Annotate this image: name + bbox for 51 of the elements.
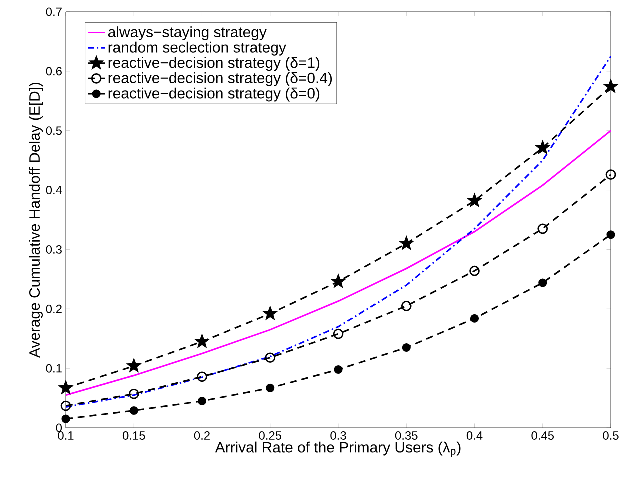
point [334, 365, 343, 374]
point [128, 388, 140, 400]
point [332, 275, 345, 288]
point [196, 335, 209, 348]
point [400, 236, 414, 250]
point [60, 381, 72, 394]
y-tick-label: 0.3 [46, 245, 62, 254]
point [130, 406, 138, 416]
x-tick-label: 0.1 [58, 432, 74, 440]
point [470, 314, 480, 323]
point [60, 400, 72, 412]
x-tick-label: 0.45 [532, 432, 554, 440]
y-tick-label: 0.4 [46, 186, 62, 195]
point [538, 224, 548, 234]
x-tick-label: 0.3 [330, 432, 346, 440]
point [468, 194, 482, 207]
point [333, 328, 344, 340]
point [401, 300, 412, 312]
legend-label: random seclection strategy [108, 42, 286, 56]
legend-label: reactive−decision strategy (δ=1) [108, 57, 320, 72]
x-tick-label: 0.35 [395, 432, 418, 440]
y-tick-label: 0.6 [46, 67, 62, 76]
legend-label: always−staying strategy [108, 26, 267, 40]
y-axis-title: Average Cumulative Handoff Delay (E[D]) [29, 82, 44, 358]
x-tick-label: 0.4 [466, 432, 483, 440]
x-tick-label: 0.25 [259, 432, 282, 440]
point [198, 396, 207, 406]
point [606, 230, 616, 240]
y-tick-label: 0.1 [46, 364, 62, 373]
point [402, 343, 411, 352]
x-axis-title: Arrival Rate of the Primary Users (λ$_{p}$) [215, 442, 461, 457]
y-tick-label: 0 [56, 424, 62, 432]
point [604, 80, 618, 93]
point [265, 352, 276, 364]
point [266, 384, 275, 392]
y-tick-label: 0.5 [46, 126, 62, 136]
point [264, 307, 277, 320]
point [606, 170, 616, 180]
point [470, 266, 480, 276]
y-tick-label: 0.2 [46, 304, 62, 314]
point [128, 359, 141, 372]
point [62, 414, 70, 424]
x-tick-label: 0.2 [194, 432, 210, 440]
point [538, 278, 548, 288]
x-tick-label: 0.5 [603, 432, 619, 440]
legend-label: reactive−decision strategy (δ=0.4) [108, 72, 332, 86]
legend-label: reactive−decision strategy (δ=0) [108, 88, 320, 102]
point [197, 372, 208, 382]
x-tick-label: 0.15 [122, 432, 146, 440]
y-tick-label: 0.7 [46, 8, 62, 16]
point [536, 141, 550, 154]
